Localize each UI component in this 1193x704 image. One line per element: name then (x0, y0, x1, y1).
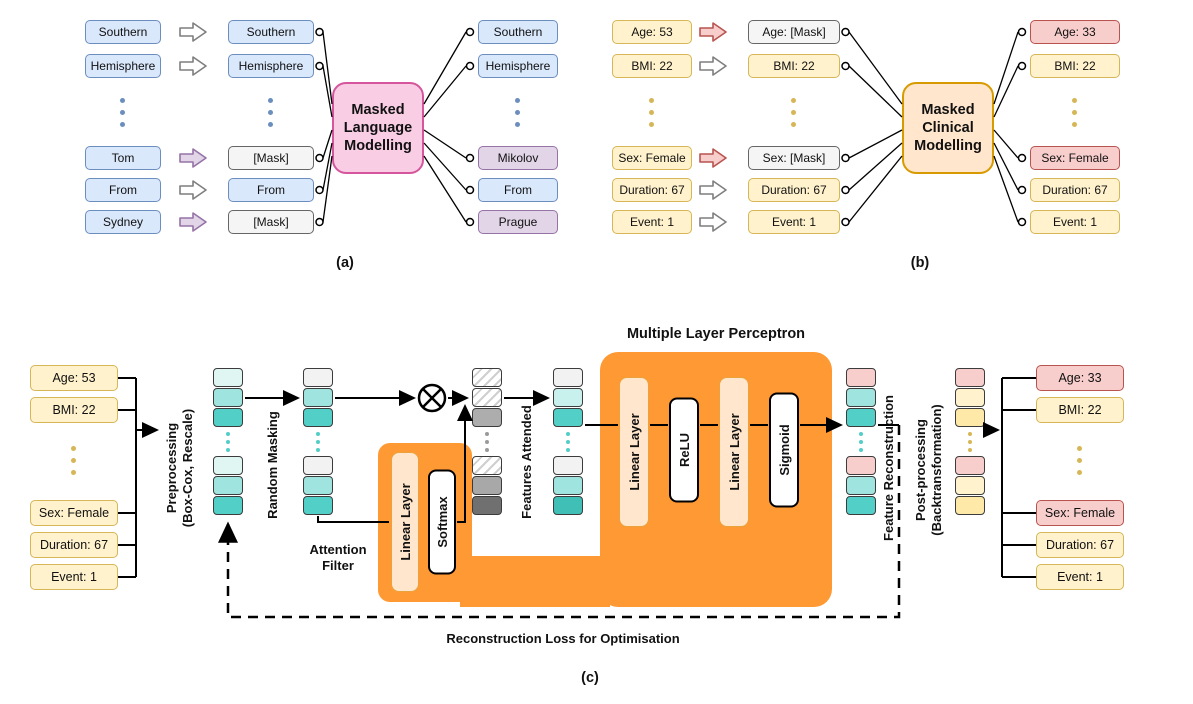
output-token-box: Prague (478, 210, 558, 234)
ellipsis-dots (316, 432, 320, 452)
ellipsis-dots (859, 432, 863, 452)
output-clinical-box: Age: 33 (1030, 20, 1120, 44)
panel-a-arrows (179, 22, 207, 232)
attention-filter-label: Attention Filter (309, 541, 367, 573)
ellipsis-dots (566, 432, 570, 452)
output-clinical-box: Event: 1 (1036, 564, 1124, 590)
input-bracket (118, 377, 159, 578)
masked-token-box: Southern (228, 20, 314, 44)
panel-b-label: (b) (910, 254, 930, 271)
ellipsis-dots (268, 98, 273, 127)
output-token-box: Mikolov (478, 146, 558, 170)
clinical-box: Age: 53 (612, 20, 692, 44)
features-attended-label: Features Attended (518, 405, 534, 519)
ellipsis-dots (120, 98, 125, 127)
masked-clinical-box: Age: [Mask] (748, 20, 840, 44)
token-box: Southern (85, 20, 161, 44)
output-token-box: Hemisphere (478, 54, 558, 78)
panel-b-arrows (699, 22, 727, 232)
output-clinical-box: BMI: 22 (1036, 397, 1124, 423)
token-box: Tom (85, 146, 161, 170)
input-clinical-box: Age: 53 (30, 365, 118, 391)
masked-clinical-box: Sex: [Mask] (748, 146, 840, 170)
masked-clinical-box: BMI: 22 (748, 54, 840, 78)
reconstruction-loss-label: Reconstruction Loss for Optimisation (446, 630, 680, 646)
softmax-box: Softmax (428, 469, 456, 575)
random-masking-label: Random Masking (264, 411, 280, 519)
output-clinical-box: BMI: 22 (1030, 54, 1120, 78)
preprocessing-label: Preprocessing (Box-Cox, Rescale) (163, 408, 195, 528)
output-clinical-box: Duration: 67 (1036, 532, 1124, 558)
ellipsis-dots (71, 446, 76, 475)
token-box: Hemisphere (85, 54, 161, 78)
sigmoid-box: Sigmoid (769, 392, 799, 508)
ellipsis-dots (485, 432, 489, 452)
output-clinical-box: Duration: 67 (1030, 178, 1120, 202)
output-clinical-box: Sex: Female (1030, 146, 1120, 170)
panel-c-label: (c) (581, 669, 599, 686)
input-clinical-box: BMI: 22 (30, 397, 118, 423)
masked-clinical-modelling-box: Masked Clinical Modelling (902, 82, 994, 174)
ellipsis-dots (968, 432, 972, 452)
feature-reconstruction-label: Feature Reconstruction (880, 395, 896, 541)
ellipsis-dots (791, 98, 796, 127)
masked-token-box: [Mask] (228, 146, 314, 170)
mlp-linear-layer-1-box: Linear Layer (619, 377, 649, 527)
output-clinical-box: Age: 33 (1036, 365, 1124, 391)
stack-features-attended (553, 368, 583, 516)
mlp-title: Multiple Layer Perceptron (626, 325, 806, 342)
token-box: Sydney (85, 210, 161, 234)
clinical-box: Event: 1 (612, 210, 692, 234)
ellipsis-dots (649, 98, 654, 127)
stack-reconstructed (846, 368, 876, 516)
masked-token-box: From (228, 178, 314, 202)
clinical-box: Sex: Female (612, 146, 692, 170)
clinical-box: Duration: 67 (612, 178, 692, 202)
stack-postprocessed (955, 368, 985, 516)
masked-token-box: Hemisphere (228, 54, 314, 78)
output-clinical-box: Event: 1 (1030, 210, 1120, 234)
output-bracket (1001, 377, 1036, 578)
ellipsis-dots (1077, 446, 1082, 475)
ellipsis-dots (515, 98, 520, 127)
ellipsis-dots (1072, 98, 1077, 127)
ellipsis-dots (226, 432, 230, 452)
output-clinical-box: Sex: Female (1036, 500, 1124, 526)
masked-language-modelling-box: Masked Language Modelling (332, 82, 424, 174)
masked-token-box: [Mask] (228, 210, 314, 234)
postprocessing-label: Post-processing (Backtransformation) (912, 404, 944, 536)
stack-attention-weighted (472, 368, 502, 516)
relu-box: ReLU (669, 397, 699, 503)
input-clinical-box: Duration: 67 (30, 532, 118, 558)
stack-preprocessed (213, 368, 243, 516)
attention-linear-layer-box: Linear Layer (391, 452, 419, 592)
mlp-linear-layer-2-box: Linear Layer (719, 377, 749, 527)
masked-clinical-box: Event: 1 (748, 210, 840, 234)
panel-a-label: (a) (336, 254, 354, 271)
elementwise-multiply-icon (417, 383, 447, 413)
input-clinical-box: Event: 1 (30, 564, 118, 590)
orange-bridge (460, 556, 610, 607)
token-box: From (85, 178, 161, 202)
output-token-box: Southern (478, 20, 558, 44)
output-token-box: From (478, 178, 558, 202)
clinical-box: BMI: 22 (612, 54, 692, 78)
input-clinical-box: Sex: Female (30, 500, 118, 526)
stack-masked (303, 368, 333, 516)
masked-clinical-box: Duration: 67 (748, 178, 840, 202)
